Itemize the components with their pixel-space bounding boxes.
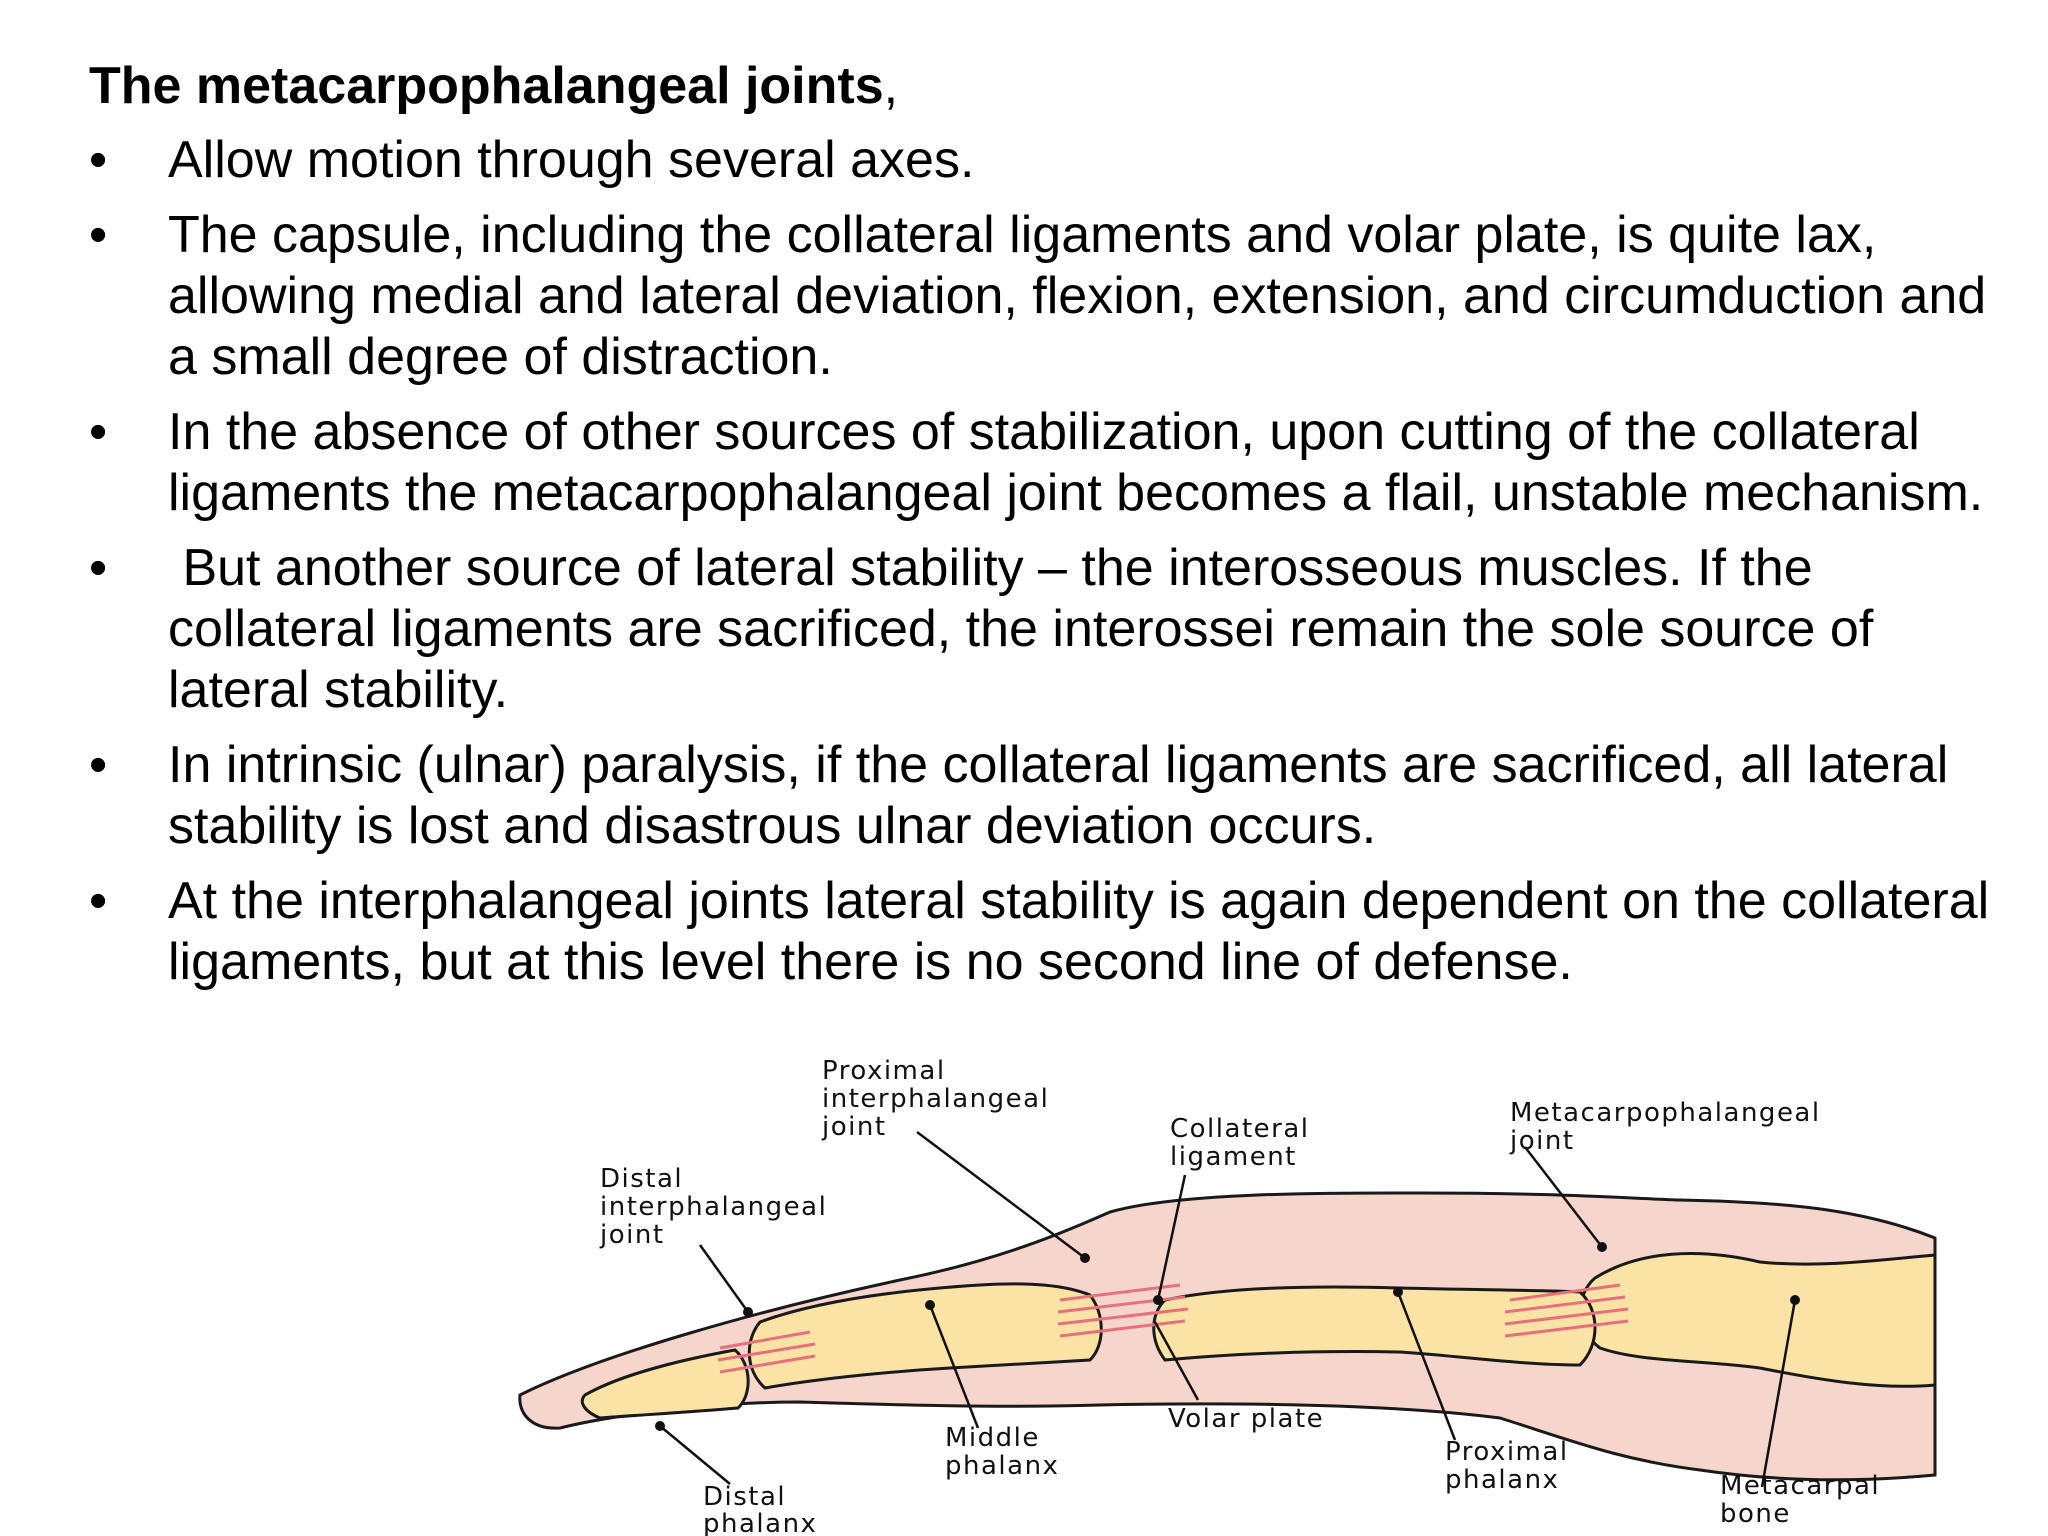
middle-phalanx-bone — [747, 1282, 1103, 1390]
bullet-text: In intrinsic (ulnar) paralysis, if the c… — [168, 736, 1963, 855]
label-metacarpal-bone: Metacarpal bone — [1720, 1471, 1890, 1529]
bullet-text: In the absence of other sources of stabi… — [168, 403, 1984, 522]
label-volar-plate: Volar plate — [1168, 1404, 1324, 1434]
label-middle-phalanx: Middle phalanx — [945, 1423, 1059, 1481]
ligament-mcp — [1504, 1283, 1629, 1338]
label-metacarpophalangeal-joint: Metacarpophalangeal joint — [1509, 1098, 1830, 1156]
bullet-icon: • — [89, 736, 108, 794]
bullet-item: • The capsule, including the collateral l… — [89, 205, 2009, 388]
bullet-list: • Allow motion through several axes. • The… — [89, 130, 2009, 1007]
label-distal-interphalangeal-joint: Distal interphalangeal joint — [599, 1164, 837, 1250]
bullet-text: At the interphalangeal joints lateral st… — [168, 872, 2004, 991]
label-collateral-ligament: Collateral ligament — [1170, 1114, 1319, 1172]
bullet-item: • In intrinsic (ulnar) paralysis, if the … — [89, 735, 2009, 857]
bullet-item: • But another source of lateral stabilit… — [89, 538, 2009, 721]
bullet-icon: • — [89, 539, 108, 597]
finger-skin — [518, 1191, 1937, 1482]
ligament-pip — [1057, 1283, 1189, 1338]
bullet-text: The capsule, including the collateral li… — [168, 206, 2001, 386]
ligament-dip — [717, 1330, 816, 1374]
distal-phalanx-bone — [580, 1348, 750, 1420]
bullet-icon: • — [89, 206, 108, 264]
title-text: The metacarpophalangeal joints — [89, 57, 884, 115]
bullet-item: • In the absence of other sources of stab… — [89, 402, 2009, 524]
slide-title: The metacarpophalangeal joints, — [89, 52, 898, 120]
bullet-text: Allow motion through several axes. — [168, 131, 975, 189]
label-distal-phalanx: Distal phalanx — [703, 1482, 817, 1536]
leader-lines — [659, 1131, 1797, 1488]
bullet-item: • At the interphalangeal joints lateral s… — [89, 871, 2009, 993]
bullet-icon: • — [89, 403, 108, 461]
title-comma: , — [883, 57, 899, 115]
bullet-text: But another source of lateral stability … — [168, 539, 1888, 719]
bullet-icon: • — [89, 131, 108, 189]
label-proximal-phalanx: Proximal phalanx — [1445, 1437, 1578, 1495]
bullet-item: • Allow motion through several axes. — [89, 130, 2009, 191]
leader-dots — [655, 1242, 1800, 1431]
proximal-phalanx-bone — [1152, 1285, 1597, 1367]
bullet-icon: • — [89, 872, 108, 930]
metacarpal-bone — [1579, 1252, 1937, 1388]
label-proximal-interphalangeal-joint: Proximal interphalangeal joint — [821, 1056, 1059, 1142]
